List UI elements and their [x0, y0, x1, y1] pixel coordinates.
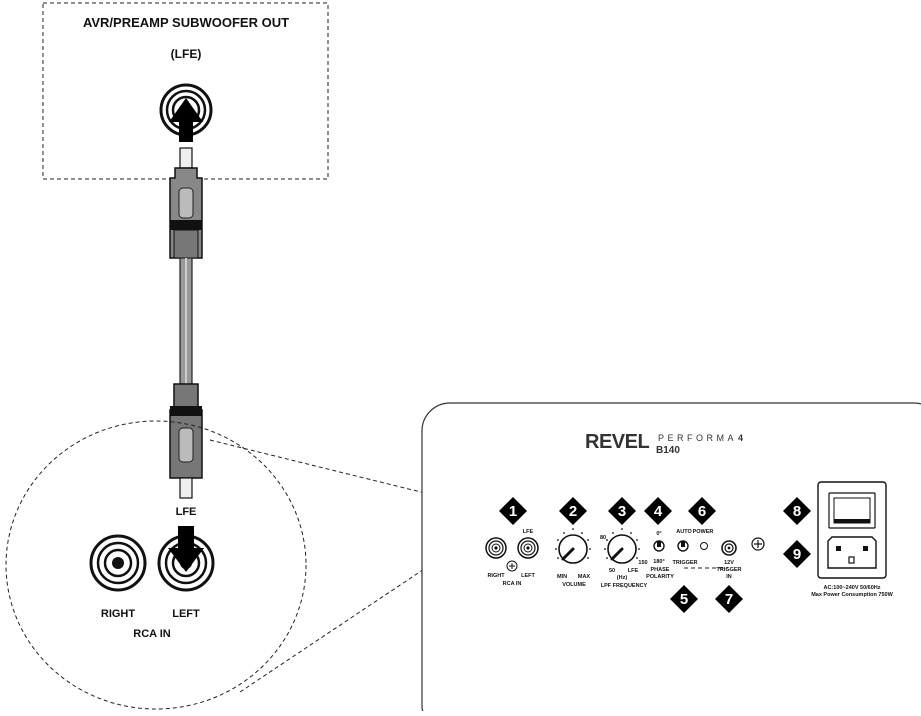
volume-knob[interactable] [555, 528, 591, 564]
callout-6: 6 [688, 497, 716, 525]
lpf-lfe-label: LFE [628, 568, 639, 574]
svg-text:2: 2 [569, 503, 577, 520]
lpf-80-label: 80 [600, 535, 606, 541]
trigger-switch[interactable] [677, 540, 689, 552]
inset-circle [5, 420, 307, 710]
callout-8: 8 [783, 497, 811, 525]
series-number: 4 [738, 433, 743, 443]
phase-label: PHASE [651, 567, 670, 573]
panel-left-label: LEFT [521, 573, 535, 579]
trigger-in-jack [721, 540, 737, 556]
model-name: B140 [656, 445, 680, 456]
subwoofer-panel [421, 402, 921, 716]
brand-name: REVEL [585, 431, 649, 453]
down-arrow-icon [168, 526, 204, 572]
callout-7: 7 [715, 585, 743, 613]
phase-switch[interactable] [653, 540, 665, 552]
svg-text:7: 7 [725, 591, 733, 608]
svg-text:6: 6 [698, 503, 706, 520]
lpf-hz-label: (Hz) [617, 575, 628, 581]
power-led-icon [700, 542, 708, 550]
max-power-label: Max Power Consumption 750W [811, 592, 893, 598]
volume-label: VOLUME [562, 582, 586, 588]
lpf-frequency-label: LPF FREQUENCY [601, 583, 648, 589]
trigger-in-label: IN [726, 574, 732, 580]
inset-rca-in-label: RCA IN [133, 628, 171, 640]
inset-right-label: RIGHT [101, 608, 136, 620]
lpf-50-label: 50 [609, 568, 615, 574]
svg-text:4: 4 [654, 503, 663, 520]
lpf-frequency-knob[interactable] [604, 528, 640, 564]
series-name: PERFORMA [658, 433, 737, 443]
panel-lfe-label: LFE [523, 529, 534, 535]
svg-text:5: 5 [680, 591, 688, 608]
callout-3: 3 [608, 497, 636, 525]
panel-rca-in-label: RCA IN [503, 581, 522, 587]
ground-screw-icon [506, 560, 518, 572]
trigger-in-title-label: TRIGGER [716, 567, 741, 573]
zoom-line-top [209, 439, 503, 513]
trigger-mode-label: TRIGGER [672, 560, 697, 566]
panel-rca-left-jack [517, 537, 539, 559]
callout-4: 4 [644, 497, 672, 525]
auto-label: AUTO [676, 529, 692, 535]
source-title: AVR/PREAMP SUBWOOFER OUT [83, 15, 289, 30]
svg-text:1: 1 [509, 503, 517, 520]
callout-9: 9 [783, 540, 811, 568]
rca-cable [169, 147, 203, 499]
svg-text:3: 3 [618, 503, 626, 520]
svg-text:9: 9 [793, 546, 801, 563]
volume-max-label: MAX [578, 574, 591, 580]
callout-2: 2 [559, 497, 587, 525]
callout-5: 5 [670, 585, 698, 613]
phase-0-label: 0° [656, 531, 661, 537]
svg-text:8: 8 [793, 503, 801, 520]
polarity-label: POLARITY [646, 574, 674, 580]
inset-left-label: LEFT [172, 608, 200, 620]
panel-rca-right-jack [485, 537, 507, 559]
ac-rating-label: AC:100~240V 50/60Hz [823, 585, 880, 591]
lpf-150-label: 150 [638, 560, 647, 566]
ac-inlet-icon [827, 536, 877, 569]
source-subtitle: (LFE) [171, 47, 202, 61]
callout-1: 1 [499, 497, 527, 525]
panel-right-label: RIGHT [487, 573, 505, 579]
inset-lfe-label: LFE [176, 506, 197, 518]
brand-logo: REVEL PERFORMA 4 B140 [585, 431, 743, 456]
ground-terminal-icon [751, 537, 765, 551]
phase-180-label: 180° [653, 559, 664, 565]
inset-right-jack [89, 534, 147, 592]
power-label: POWER [693, 529, 714, 535]
up-arrow-icon [169, 98, 203, 142]
trigger-12v-label: 12V [724, 560, 734, 566]
volume-min-label: MIN [557, 574, 567, 580]
